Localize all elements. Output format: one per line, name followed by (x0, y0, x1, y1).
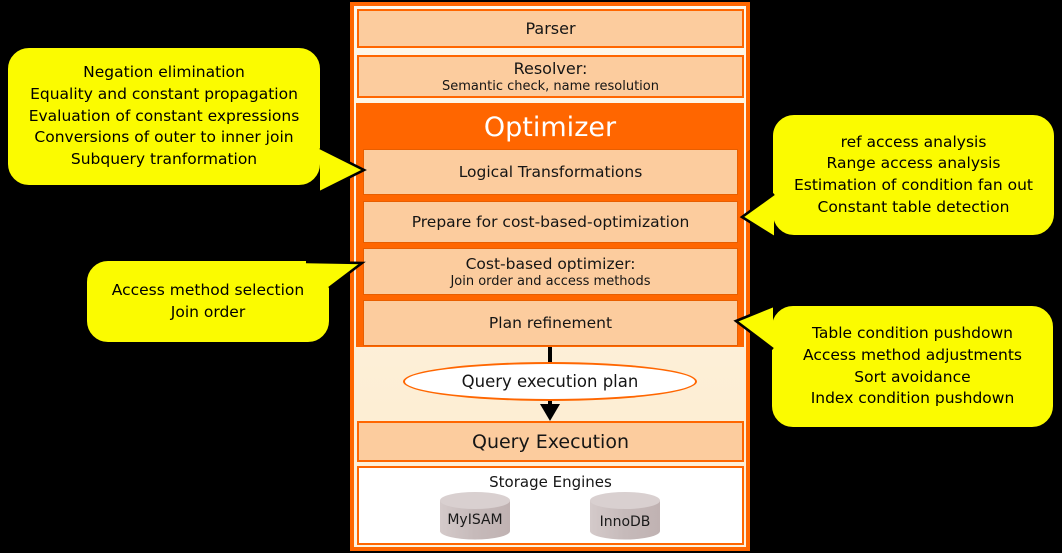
callout-line: Table condition pushdown (812, 324, 1013, 343)
stage-cost-based-optimizer: Cost-based optimizer: Join order and acc… (363, 248, 738, 295)
parser-label: Parser (525, 19, 576, 38)
callout-line: Negation elimination (83, 63, 245, 82)
callout-line: ref access analysis (840, 132, 987, 151)
callout-line: Estimation of condition fan out (793, 176, 1034, 194)
stage-prepare-cost-based: Prepare for cost-based-optimization (363, 201, 738, 243)
optimizer-title: Optimizer (483, 111, 617, 143)
callout-line: Join order (170, 302, 246, 321)
callout-line: Constant table detection (817, 197, 1010, 216)
callout-line: Index condition pushdown (810, 389, 1015, 408)
stage-sublabel: Join order and access methods (450, 273, 651, 289)
callout-line: Sort avoidance (854, 367, 971, 386)
down-arrow-icon (540, 404, 560, 421)
callout-prepare-cost-based: ref access analysis Range access analysi… (770, 112, 1057, 238)
database-cylinder-icon: MyISAM (440, 492, 510, 540)
storage-engines-box: Storage Engines (357, 466, 744, 545)
resolver-subtitle: Semantic check, name resolution (442, 79, 659, 94)
database-cylinder-icon: InnoDB (590, 492, 660, 540)
callout-line: Equality and constant propagation (30, 84, 298, 103)
callout-plan-refinement: Table condition pushdown Access method a… (769, 303, 1056, 430)
resolver-title: Resolver: (513, 59, 588, 78)
resolver-box: Resolver: Semantic check, name resolutio… (357, 55, 744, 98)
query-execution-plan-ellipse: Query execution plan (403, 362, 697, 401)
engine-label-innodb: InnoDB (600, 514, 651, 530)
callout-line: Evaluation of constant expressions (28, 106, 300, 125)
query-execution-label: Query Execution (471, 430, 630, 453)
callout-line: Access method selection (111, 280, 305, 299)
callout-line: Subquery tranformation (70, 150, 258, 169)
stage-label: Prepare for cost-based-optimization (411, 213, 690, 231)
callout-line: Range access analysis (826, 154, 1001, 173)
storage-engines-title: Storage Engines (489, 473, 612, 491)
flow-arrow-top (548, 347, 552, 364)
stage-label: Plan refinement (488, 314, 613, 332)
callout-line: Conversions of outer to inner join (34, 128, 294, 147)
flow-arrow-bottom-shaft (548, 399, 552, 406)
stage-logical-transformations: Logical Transformations (363, 149, 738, 195)
engine-label-myisam: MyISAM (447, 512, 502, 528)
plan-ellipse-label: Query execution plan (461, 372, 639, 391)
stage-label: Logical Transformations (458, 163, 643, 181)
callout-line: Access method adjustments (802, 345, 1022, 364)
stage-label: Cost-based optimizer: (465, 254, 636, 273)
callout-logical-transformations: Negation elimination Equality and consta… (5, 45, 323, 188)
callout-cost-based-optimizer: Access method selection Join order (84, 258, 332, 345)
stage-plan-refinement: Plan refinement (363, 300, 738, 346)
parser-box: Parser (357, 9, 744, 48)
query-execution-box: Query Execution (357, 421, 744, 462)
